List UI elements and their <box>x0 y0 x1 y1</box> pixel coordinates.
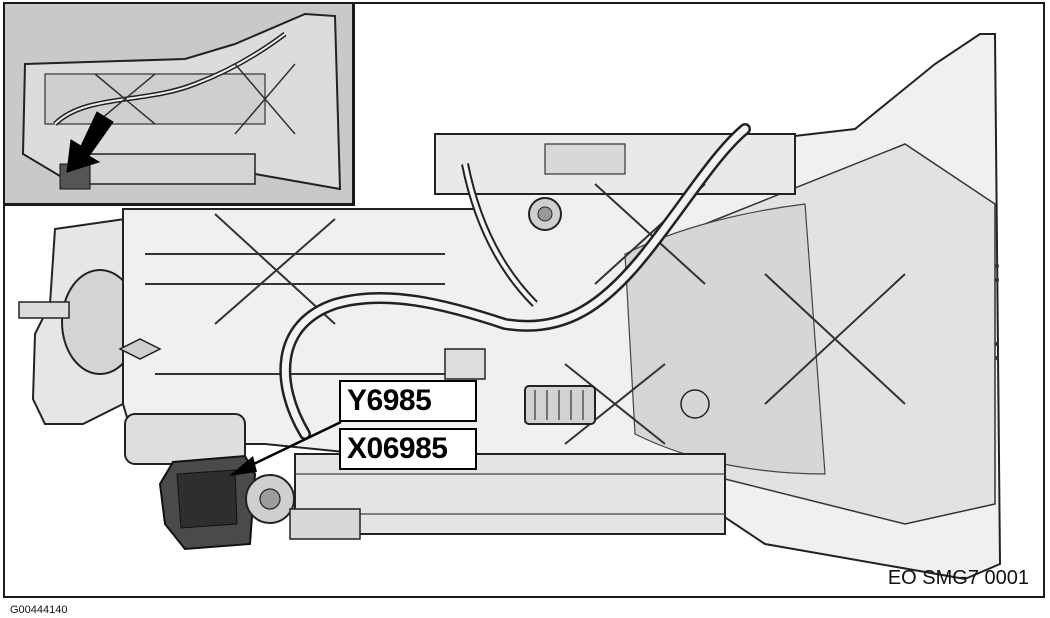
inset-transmission-illustration <box>21 12 342 191</box>
connector-id-label: X06985 <box>339 428 477 470</box>
inset-locator-arrow <box>66 111 114 173</box>
drawing-code: EO SMG7 0001 <box>887 567 1029 589</box>
component-id-label: Y6985 <box>339 380 477 422</box>
callout-arrowhead <box>229 456 257 476</box>
harness-connector <box>524 385 596 425</box>
figure-number: G00444140 <box>10 604 68 616</box>
input-shaft <box>18 301 70 319</box>
inset-overview <box>5 4 355 206</box>
case-ribs <box>145 183 906 445</box>
diagram-frame: Y6985 X06985 EO SMG7 0001 <box>3 2 1045 598</box>
